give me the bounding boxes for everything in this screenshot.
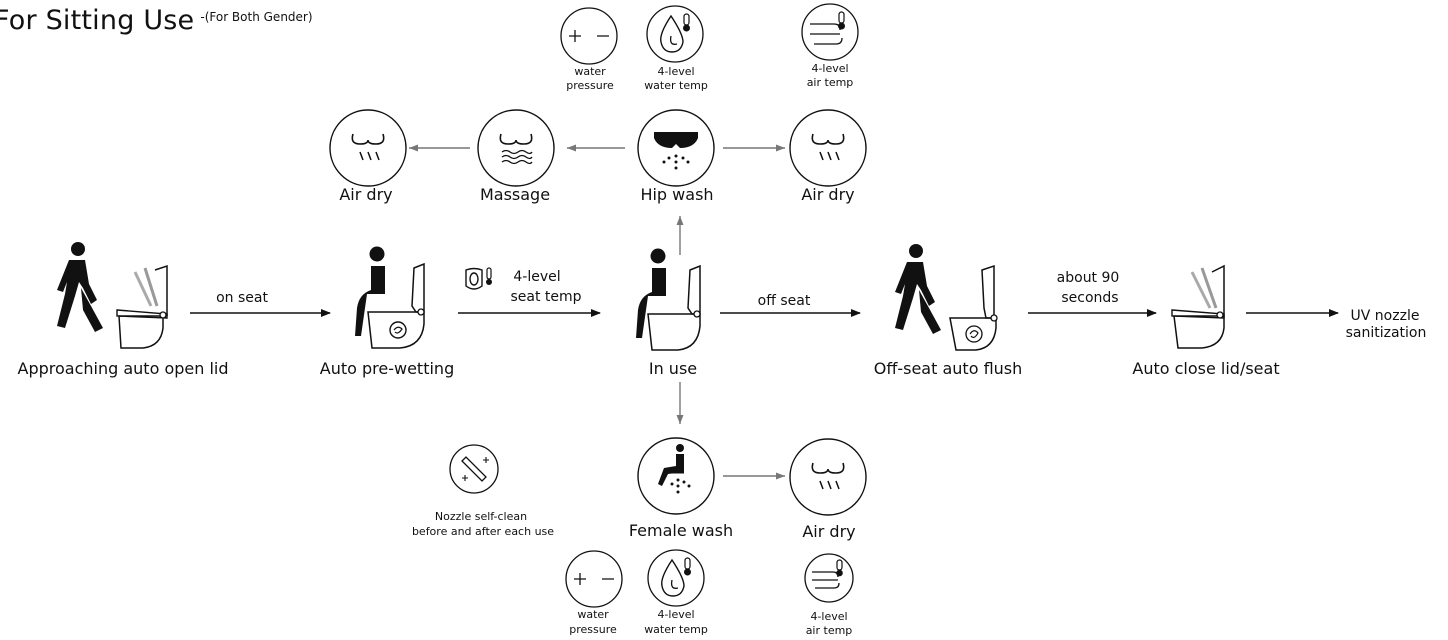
- label-seat-temp-line2: seat temp: [510, 289, 581, 305]
- stage-off-seat-flush: Off-seat auto flush: [874, 359, 1023, 378]
- hip-wash-icon: [637, 109, 715, 187]
- stage-auto-close: Auto close lid/seat: [1132, 359, 1279, 378]
- label-seat-temp-line1: 4-level: [513, 269, 560, 285]
- cap-air-temp-top-2: air temp: [807, 76, 854, 89]
- air-dry-icon: [789, 438, 867, 516]
- cap-air-temp-bottom-2: air temp: [806, 624, 853, 637]
- title-subtitle: -(For Both Gender): [200, 10, 313, 24]
- seat-thermometer-icon: [465, 267, 492, 290]
- wind-thermometer-icon: [801, 3, 859, 61]
- cap-water-pressure-top-2: pressure: [566, 79, 614, 92]
- stage-approaching: Approaching auto open lid: [18, 359, 229, 378]
- cap-water-temp-top-1: 4-level: [657, 65, 694, 78]
- air-dry-icon: [329, 109, 407, 187]
- cap-water-pressure-bottom-2: pressure: [569, 623, 617, 636]
- label-uv-line1: UV nozzle: [1351, 308, 1420, 324]
- air-dry-bottom-label: Air dry: [802, 522, 855, 541]
- cap-water-pressure-top-1: water: [574, 65, 606, 78]
- plus-minus-icon: [565, 550, 623, 608]
- cap-nozzle-clean-2: before and after each use: [412, 525, 554, 538]
- toilet-icon: [367, 262, 425, 349]
- air-dry-right-label: Air dry: [801, 185, 854, 204]
- cap-air-temp-bottom-1: 4-level: [810, 610, 847, 623]
- flush-swirl-icon: [965, 325, 983, 343]
- toilet-icon: [949, 264, 998, 351]
- walking-person-icon: [57, 242, 103, 332]
- walking-person-icon: [895, 244, 941, 334]
- water-drop-thermometer-icon: [647, 549, 705, 607]
- sitting-person-icon: [636, 248, 666, 338]
- label-about-90-line2: seconds: [1061, 290, 1118, 306]
- cap-water-temp-bottom-1: 4-level: [657, 608, 694, 621]
- cap-nozzle-clean-1: Nozzle self-clean: [435, 510, 527, 523]
- nozzle-clean-icon: [449, 444, 499, 494]
- female-wash-label: Female wash: [629, 521, 733, 540]
- cap-air-temp-top-1: 4-level: [811, 62, 848, 75]
- massage-waves-icon: [477, 109, 555, 187]
- label-off-seat: off seat: [758, 293, 811, 309]
- toilet-icon: [647, 264, 701, 351]
- toilet-icon: [1171, 264, 1225, 349]
- label-about-90-line1: about 90: [1057, 270, 1120, 286]
- air-dry-left-label: Air dry: [339, 185, 392, 204]
- sitting-person-icon: [355, 246, 385, 336]
- air-dry-icon: [789, 109, 867, 187]
- massage-label: Massage: [480, 185, 550, 204]
- label-on-seat: on seat: [216, 290, 268, 306]
- label-uv-line2: sanitization: [1346, 325, 1427, 341]
- stage-prewetting: Auto pre-wetting: [320, 359, 454, 378]
- title-main: For Sitting Use: [0, 5, 195, 36]
- cap-water-pressure-bottom-1: water: [577, 608, 609, 621]
- plus-minus-icon: [560, 7, 618, 65]
- female-wash-icon: [637, 437, 715, 515]
- wind-thermometer-icon: [804, 553, 854, 603]
- water-drop-thermometer-icon: [646, 5, 704, 63]
- stage-in-use: In use: [649, 359, 697, 378]
- diagram-title: For Sitting Use -(For Both Gender): [0, 5, 313, 36]
- hip-wash-label: Hip wash: [640, 185, 713, 204]
- cap-water-temp-top-2: water temp: [644, 79, 708, 92]
- cap-water-temp-bottom-2: water temp: [644, 623, 708, 636]
- toilet-icon: [116, 264, 168, 349]
